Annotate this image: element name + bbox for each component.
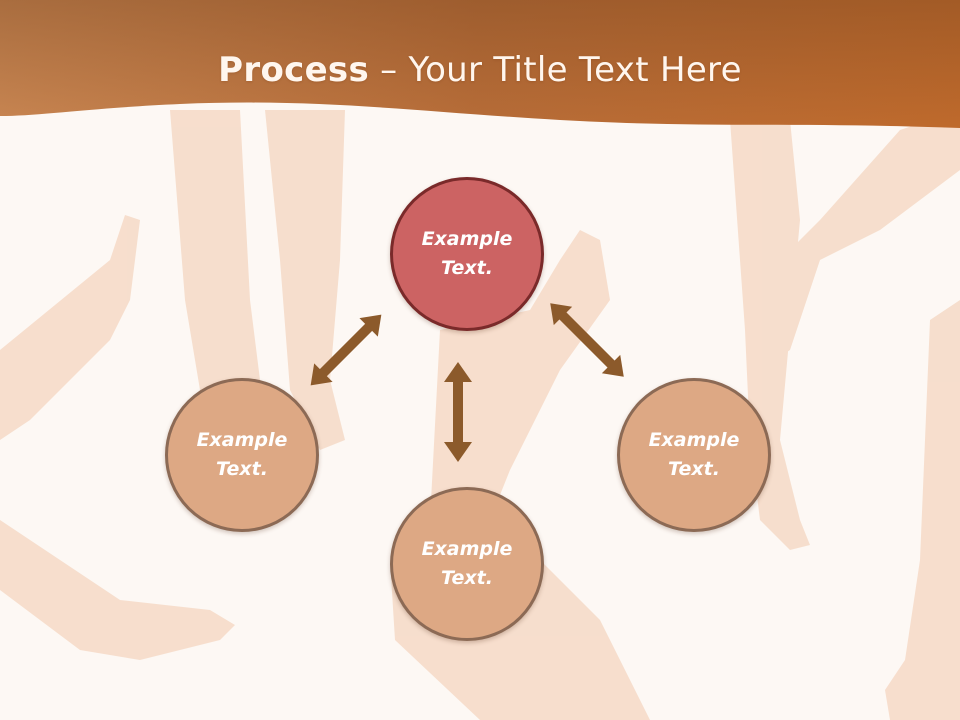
process-node-right-label: Example Text. — [648, 429, 740, 480]
process-node-bottom-label: Example Text. — [421, 538, 513, 589]
slide-title: Process – Your Title Text Here — [0, 50, 960, 90]
slide-title-rest: – Your Title Text Here — [369, 50, 742, 90]
process-node-top[interactable]: Example Text. — [390, 177, 544, 331]
slide-title-bold: Process — [218, 50, 370, 90]
process-node-right[interactable]: Example Text. — [617, 378, 771, 532]
arrow-vertical — [444, 362, 472, 462]
arrow-top-right — [550, 303, 624, 377]
process-node-left-label: Example Text. — [196, 429, 288, 480]
arrow-top-left — [310, 314, 382, 386]
header-band — [0, 0, 960, 128]
process-node-bottom[interactable]: Example Text. — [390, 487, 544, 641]
process-node-left[interactable]: Example Text. — [165, 378, 319, 532]
process-node-top-label: Example Text. — [421, 228, 513, 279]
